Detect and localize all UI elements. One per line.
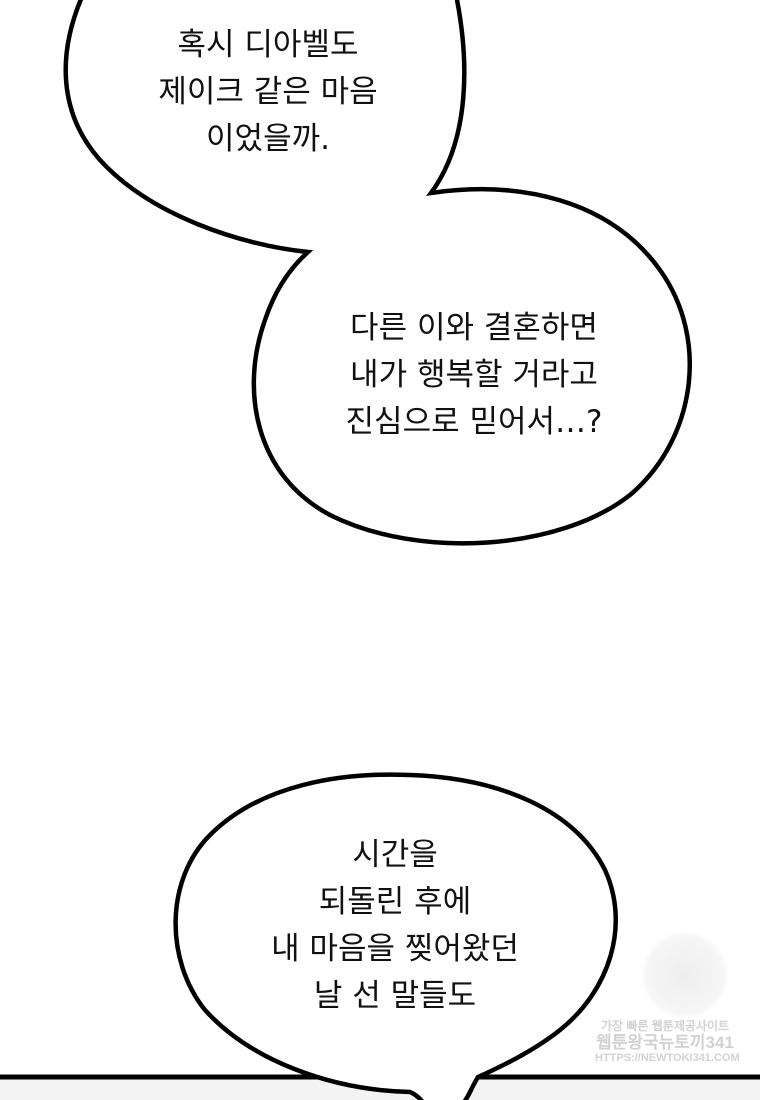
dialogue-line: 날 선 말들도 (313, 978, 477, 1014)
dialogue-line: 제이크 같은 마음 (158, 74, 378, 110)
bubble-3-text: 시간을 되돌린 후에 내 마음을 찢어왔던 날 선 말들도 (271, 832, 519, 1020)
watermark-figure (640, 930, 730, 1020)
dialogue-line: 이었을까. (206, 121, 330, 157)
dialogue-line: 내가 행복할 거라고 (350, 357, 598, 393)
dialogue-line: 내 마음을 찢어왔던 (271, 931, 519, 967)
dialogue-line: 되돌린 후에 (318, 884, 472, 920)
dialogue-line: 다른 이와 결혼하면 (350, 310, 598, 346)
watermark: 가장 빠른 웹툰제공사이트 웹툰왕국뉴토끼341 HTTPS://NEWTOKI… (595, 1019, 740, 1064)
speech-bubble-1-2 (63, 0, 692, 546)
watermark-line-1: 가장 빠른 웹툰제공사이트 (600, 1019, 730, 1033)
dialogue-line: 진심으로 믿어서…? (345, 404, 603, 440)
dialogue-line: 혹시 디아벨도 (177, 27, 359, 63)
watermark-line-3: HTTPS://NEWTOKI341.COM (595, 1052, 740, 1064)
speech-bubble-3 (173, 772, 619, 1100)
bubble-2-text: 다른 이와 결혼하면 내가 행복할 거라고 진심으로 믿어서…? (346, 305, 603, 446)
dialogue-line: 시간을 (352, 837, 438, 873)
bubble-1-text: 혹시 디아벨도 제이크 같은 마음 이었을까. (158, 22, 377, 163)
watermark-line-2: 웹툰왕국뉴토끼341 (596, 1033, 734, 1052)
